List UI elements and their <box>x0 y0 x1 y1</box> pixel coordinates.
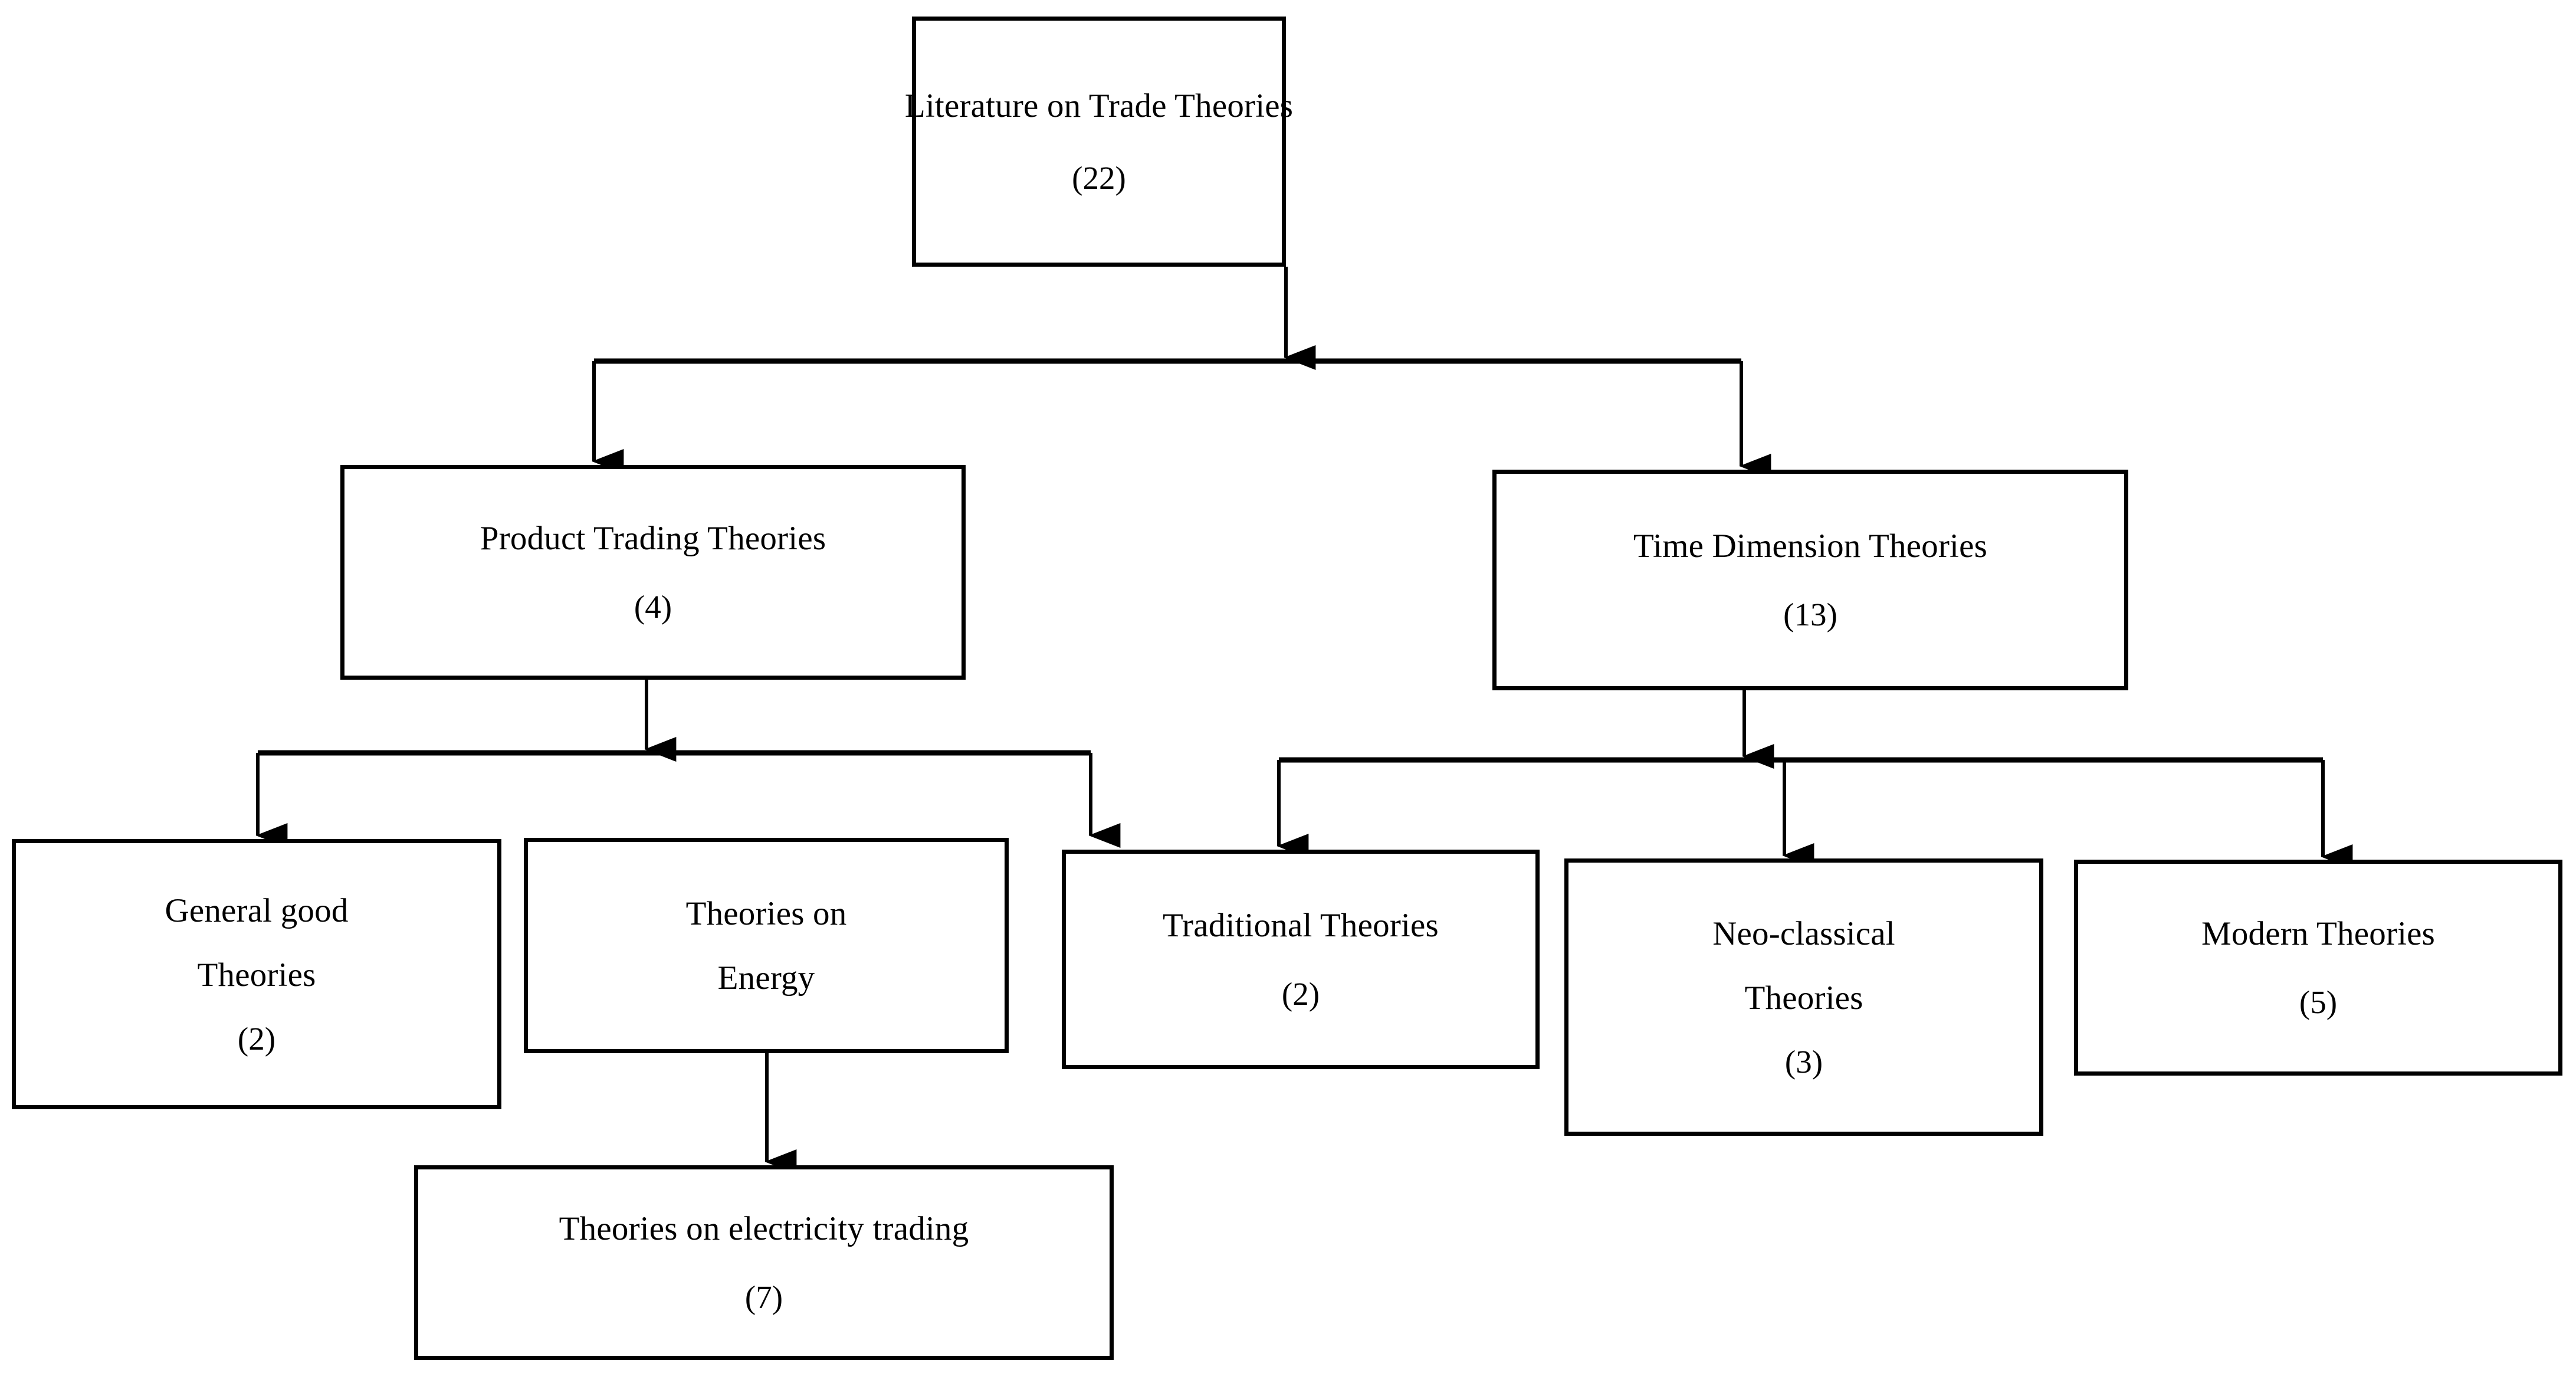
node-neo-classical-line-2: Theories <box>1744 979 1863 1017</box>
node-traditional[interactable]: Traditional Theories (2) <box>1062 850 1540 1069</box>
edge-product-trading-to-split <box>258 680 1091 762</box>
node-product-trading-line-1: Product Trading Theories <box>480 520 826 557</box>
node-time-dimension-line-1: Time Dimension Theories <box>1633 527 1987 565</box>
node-traditional-count: (2) <box>1281 976 1320 1012</box>
node-root-line-1: Literature on Trade Theories <box>904 87 1294 124</box>
node-electricity-trading-line-1: Theories on electricity trading <box>559 1210 969 1247</box>
node-time-dimension-count: (13) <box>1783 597 1837 632</box>
node-general-good-count: (2) <box>237 1020 276 1057</box>
node-product-trading[interactable]: Product Trading Theories (4) <box>340 465 966 680</box>
edge-time-dimension-to-split <box>1279 690 2323 769</box>
node-traditional-line-1: Traditional Theories <box>1163 907 1439 944</box>
node-general-good[interactable]: General good Theories (2) <box>12 839 501 1109</box>
node-energy-line-1: Theories on <box>685 894 847 932</box>
node-neo-classical[interactable]: Neo-classical Theories (3) <box>1564 858 2043 1136</box>
node-product-trading-count: (4) <box>634 589 672 625</box>
node-electricity-trading-count: (7) <box>744 1279 783 1315</box>
node-energy-line-2: Energy <box>717 959 815 997</box>
edge-root-to-split <box>594 267 1741 370</box>
node-root[interactable]: Literature on Trade Theories (22) <box>905 17 1293 267</box>
node-neo-classical-count: (3) <box>1784 1043 1823 1080</box>
node-general-good-line-1: General good <box>165 892 349 929</box>
node-energy[interactable]: Theories on Energy <box>524 838 1009 1053</box>
node-general-good-line-2: Theories <box>197 956 316 994</box>
node-modern-count: (5) <box>2299 984 2338 1020</box>
node-modern[interactable]: Modern Theories (5) <box>2074 860 2562 1076</box>
node-neo-classical-line-1: Neo-classical <box>1712 915 1895 952</box>
node-modern-line-1: Modern Theories <box>2201 915 2436 952</box>
node-root-count: (22) <box>1072 160 1126 196</box>
node-time-dimension[interactable]: Time Dimension Theories (13) <box>1492 470 2128 690</box>
node-electricity-trading[interactable]: Theories on electricity trading (7) <box>414 1165 1114 1360</box>
